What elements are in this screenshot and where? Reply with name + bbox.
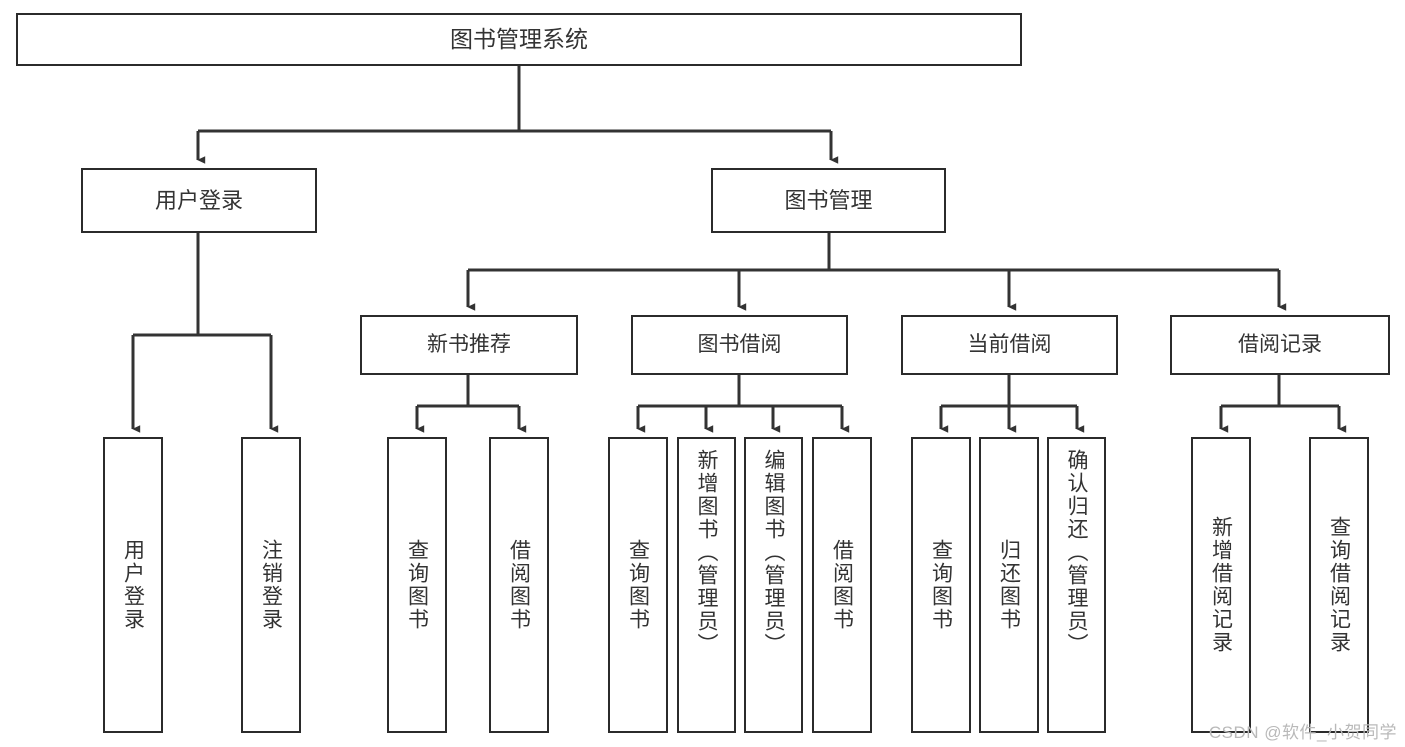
node-label: 图书管理 xyxy=(784,187,873,213)
node-leaf-add-book[interactable]: 新增图书（管理员） xyxy=(677,437,736,733)
node-user-login[interactable]: 用户登录 xyxy=(81,168,317,233)
node-label: 新增借阅记录 xyxy=(1209,516,1233,654)
node-leaf-return-book[interactable]: 归还图书 xyxy=(979,437,1039,733)
node-label: 用户登录 xyxy=(121,539,145,631)
node-leaf-query-book-2[interactable]: 查询图书 xyxy=(608,437,668,733)
node-label: 借阅图书 xyxy=(507,539,531,631)
node-label: 当前借阅 xyxy=(967,332,1052,356)
node-leaf-confirm-return[interactable]: 确认归还（管理员） xyxy=(1047,437,1106,733)
node-leaf-query-book-3[interactable]: 查询图书 xyxy=(911,437,971,733)
node-leaf-logout-login[interactable]: 注销登录 xyxy=(241,437,301,733)
node-label: 用户登录 xyxy=(154,187,243,213)
node-root-system[interactable]: 图书管理系统 xyxy=(16,13,1022,66)
node-leaf-user-login[interactable]: 用户登录 xyxy=(103,437,163,733)
node-label: 注销登录 xyxy=(259,539,283,631)
node-label: 查询图书 xyxy=(405,539,429,631)
node-label: 图书借阅 xyxy=(697,332,782,356)
node-new-book-recommend[interactable]: 新书推荐 xyxy=(360,315,578,375)
node-label: 新增图书（管理员） xyxy=(695,449,718,656)
node-borrow-record[interactable]: 借阅记录 xyxy=(1170,315,1390,375)
node-book-borrow[interactable]: 图书借阅 xyxy=(631,315,848,375)
node-label: 新书推荐 xyxy=(427,332,511,356)
node-label: 借阅图书 xyxy=(830,539,854,631)
node-leaf-query-book-1[interactable]: 查询图书 xyxy=(387,437,447,733)
node-leaf-borrow-book-1[interactable]: 借阅图书 xyxy=(489,437,549,733)
node-leaf-edit-book[interactable]: 编辑图书（管理员） xyxy=(744,437,803,733)
node-label: 借阅记录 xyxy=(1238,332,1322,356)
node-label: 查询图书 xyxy=(626,539,650,631)
node-leaf-add-record[interactable]: 新增借阅记录 xyxy=(1191,437,1251,733)
node-label: 确认归还（管理员） xyxy=(1065,449,1088,656)
node-current-borrow[interactable]: 当前借阅 xyxy=(901,315,1118,375)
node-label: 归还图书 xyxy=(997,539,1021,631)
node-leaf-borrow-book-2[interactable]: 借阅图书 xyxy=(812,437,872,733)
node-label: 查询借阅记录 xyxy=(1327,516,1351,654)
node-book-management[interactable]: 图书管理 xyxy=(711,168,946,233)
node-label: 图书管理系统 xyxy=(450,26,588,53)
node-label: 查询图书 xyxy=(929,539,953,631)
node-leaf-query-record[interactable]: 查询借阅记录 xyxy=(1309,437,1369,733)
node-label: 编辑图书（管理员） xyxy=(762,449,785,656)
